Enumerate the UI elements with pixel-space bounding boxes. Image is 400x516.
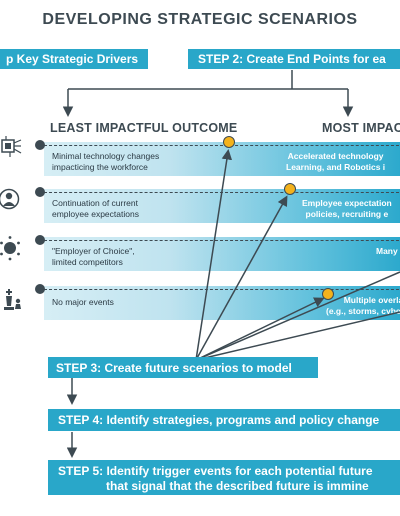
scenario-marker: [223, 136, 235, 148]
page-title: DEVELOPING STRATEGIC SCENARIOS: [42, 11, 358, 28]
scenario-arrow-4: [195, 271, 400, 361]
step5-label-line2: that signal that the described future is…: [106, 479, 369, 493]
step2-box: STEP 2: Create End Points for ea: [188, 49, 400, 69]
step4-label: STEP 4: Identify strategies, programs an…: [58, 413, 380, 427]
scenario-arrow-1: [195, 149, 233, 361]
band-left-text: No major events: [52, 297, 114, 307]
step1-box: p Key Strategic Drivers: [0, 49, 148, 69]
step4-box: STEP 4: Identify strategies, programs an…: [48, 409, 400, 431]
band-left-text: "Employer of Choice",limited competitors: [52, 246, 135, 267]
band-right-text: Many: [376, 246, 398, 256]
circuit-chip-icon: [0, 134, 22, 160]
step5-box: STEP 5: Identify trigger events for each…: [48, 460, 400, 495]
person-icon: [0, 186, 22, 212]
least-impactful-header: LEAST IMPACTFUL OUTCOME: [50, 121, 238, 135]
step5-label-line1: STEP 5: Identify trigger events for each…: [58, 464, 373, 478]
most-impactful-header: MOST IMPAC: [322, 121, 400, 135]
scenario-arrow-2: [195, 195, 288, 361]
row-start-dot: [35, 235, 45, 245]
row-start-dot: [35, 284, 45, 294]
step2-label: STEP 2: Create End Points for ea: [198, 52, 386, 66]
scenario-arrow-3: [195, 297, 325, 361]
band-right-text: Multiple overlapp(e.g., storms, cyber-at…: [326, 295, 400, 316]
step3-label: STEP 3: Create future scenarios to model: [56, 361, 292, 375]
step1-label: p Key Strategic Drivers: [6, 52, 139, 66]
step3-box: STEP 3: Create future scenarios to model: [48, 357, 318, 378]
scenario-marker: [284, 183, 296, 195]
driver-band-employer: "Employer of Choice",limited competitors…: [44, 237, 400, 271]
globe-network-icon: [0, 236, 22, 262]
scenario-arrow-5: [195, 311, 400, 361]
scenario-marker: [322, 288, 334, 300]
chess-pieces-icon: [0, 287, 22, 313]
row-start-dot: [35, 140, 45, 150]
row-start-dot: [35, 187, 45, 197]
